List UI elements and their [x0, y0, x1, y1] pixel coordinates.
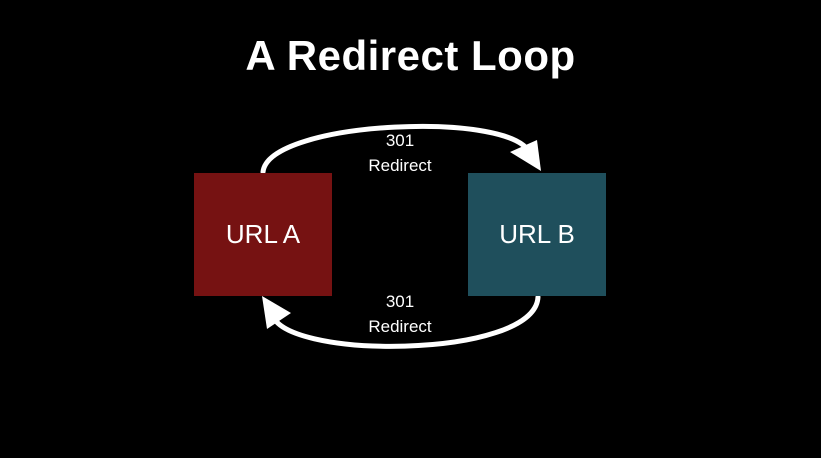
bottom-edge-code: 301: [385, 292, 415, 311]
bottom-arrowhead-icon: [262, 296, 291, 329]
top-redirect-arrow: [260, 123, 533, 175]
top-edge-label: 301 Redirect: [340, 128, 460, 178]
node-url-a: URL A: [194, 173, 332, 296]
node-url-b: URL B: [468, 173, 606, 296]
node-url-b-label: URL B: [499, 219, 575, 249]
bottom-edge-text: Redirect: [368, 317, 432, 336]
slide-title: A Redirect Loop: [245, 32, 576, 79]
node-url-a-label: URL A: [225, 219, 301, 249]
bottom-edge-label: 301 Redirect: [340, 289, 460, 339]
top-edge-code: 301: [385, 131, 415, 150]
top-arrowhead-icon: [510, 140, 541, 171]
bottom-redirect-arrow: [269, 294, 541, 349]
top-edge-text: Redirect: [368, 156, 432, 175]
